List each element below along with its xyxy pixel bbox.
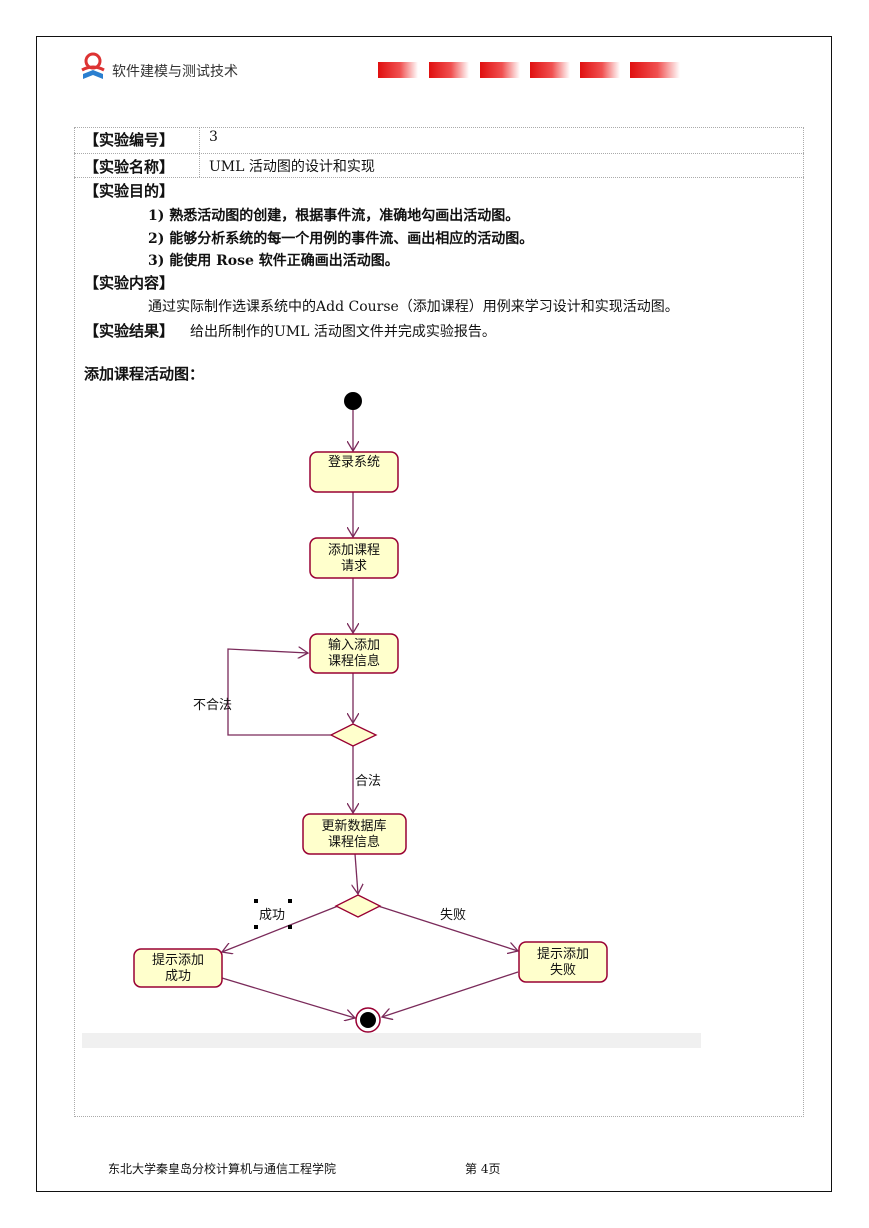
result-text: 给出所制作的UML 活动图文件并完成实验报告。 bbox=[190, 324, 496, 340]
activity-label: 课程信息 bbox=[328, 834, 380, 850]
activity-box bbox=[133, 948, 223, 988]
activity-label: 请求 bbox=[341, 559, 367, 574]
header-bar bbox=[378, 62, 418, 78]
header-bar bbox=[580, 62, 620, 78]
experiment-name-row: 【实验名称】 UML 活动图的设计和实现 bbox=[74, 154, 804, 178]
guard-success-label: 成功 bbox=[259, 908, 285, 923]
selection-handle bbox=[254, 925, 258, 929]
decision-result bbox=[334, 894, 382, 918]
selection-handle bbox=[288, 899, 292, 903]
header-decoration-bars bbox=[378, 62, 688, 78]
activity-label: 提示添加 bbox=[152, 952, 204, 968]
activity-label: 提示添加 bbox=[537, 946, 589, 962]
header-bar bbox=[530, 62, 570, 78]
footer-school: 东北大学秦皇岛分校计算机与通信工程学院 bbox=[108, 1162, 337, 1176]
purpose-item: 2) 能够分析系统的每一个用例的事件流、画出相应的活动图。 bbox=[148, 231, 534, 247]
purpose-item: 1) 熟悉活动图的创建，根据事件流，准确地勾画出活动图。 bbox=[148, 208, 520, 224]
header-bar bbox=[630, 62, 680, 78]
failure-arrow bbox=[377, 905, 518, 951]
activity-label: 登录系统 bbox=[328, 455, 380, 470]
guard-failure-label: 失败 bbox=[440, 908, 466, 923]
activity-label: 输入添加 bbox=[328, 637, 380, 653]
invalid-loop-arrow bbox=[227, 649, 333, 736]
activity-input-course-info: 输入添加 课程信息 bbox=[309, 633, 399, 674]
activity-box bbox=[302, 813, 407, 855]
activity-label: 添加课程 bbox=[328, 543, 380, 558]
diagram-caption: 添加课程活动图： bbox=[84, 365, 205, 383]
final-node-core bbox=[360, 1012, 376, 1028]
footer-page-number: 第 4页 bbox=[465, 1162, 501, 1176]
experiment-name-value: UML 活动图的设计和实现 bbox=[209, 159, 375, 175]
activity-box bbox=[518, 941, 608, 983]
content-box bbox=[74, 127, 804, 1117]
experiment-number-row: 【实验编号】 3 bbox=[74, 127, 804, 154]
final-node bbox=[355, 1007, 381, 1033]
selection-handle bbox=[288, 925, 292, 929]
header-bar bbox=[480, 62, 520, 78]
activity-box bbox=[309, 537, 399, 579]
flow-arrow bbox=[355, 853, 358, 894]
purpose-item: 3) 能使用 Rose 软件正确画出活动图。 bbox=[148, 253, 399, 269]
purpose-label: 【实验目的】 bbox=[84, 182, 175, 200]
activity-label: 课程信息 bbox=[328, 653, 380, 669]
activity-box bbox=[309, 633, 399, 674]
activity-box bbox=[309, 451, 399, 493]
activity-add-course-request: 添加课程 请求 bbox=[309, 537, 399, 579]
header-bar bbox=[429, 62, 469, 78]
guard-invalid-label: 不合法 bbox=[193, 698, 232, 713]
activity-label: 更新数据库 bbox=[321, 818, 386, 834]
selection-handle bbox=[254, 899, 258, 903]
content-text: 通过实际制作选课系统中的Add Course（添加课程）用例来学习设计和实现活动… bbox=[148, 299, 679, 315]
result-label: 【实验结果】 bbox=[84, 322, 175, 340]
activity-prompt-failure: 提示添加 失败 bbox=[518, 941, 608, 983]
activity-label: 成功 bbox=[165, 969, 191, 984]
page-frame bbox=[36, 36, 832, 1192]
flow-arrow bbox=[221, 977, 355, 1018]
decision-validate bbox=[329, 723, 378, 747]
header-title: 软件建模与测试技术 bbox=[112, 64, 238, 80]
activity-label: 失败 bbox=[550, 963, 576, 978]
success-arrow bbox=[222, 905, 339, 952]
flow-arrow bbox=[382, 971, 519, 1017]
activity-login: 登录系统 bbox=[309, 451, 399, 493]
experiment-number-value: 3 bbox=[209, 129, 218, 145]
school-logo-icon bbox=[81, 52, 105, 79]
guard-valid-label: 合法 bbox=[355, 774, 381, 789]
selected-guard-success[interactable]: 成功 bbox=[254, 899, 292, 929]
activity-update-database: 更新数据库 课程信息 bbox=[302, 813, 407, 855]
scroll-strip bbox=[82, 1033, 701, 1048]
content-label: 【实验内容】 bbox=[84, 274, 175, 292]
activity-prompt-success: 提示添加 成功 bbox=[133, 948, 223, 988]
experiment-number-label: 【实验编号】 bbox=[74, 127, 200, 153]
experiment-name-label: 【实验名称】 bbox=[74, 154, 200, 177]
initial-node bbox=[344, 392, 362, 410]
